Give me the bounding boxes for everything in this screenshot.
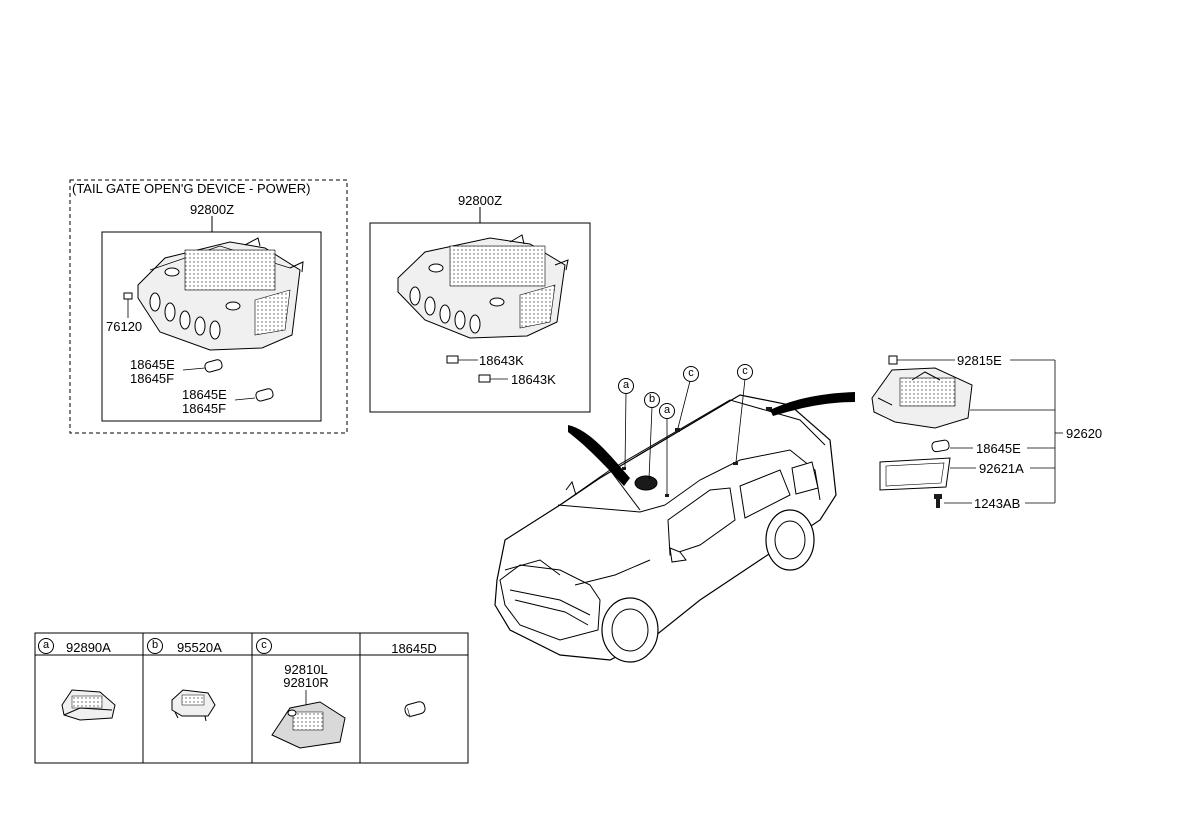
middle-overhead-console: [397, 234, 569, 339]
left-bulb2-label-b: 18645F: [182, 401, 227, 416]
left-bulb-2: [234, 388, 274, 402]
right-screw-1243AB: [934, 494, 942, 508]
table-letter-a: a: [38, 638, 54, 654]
middle-socket-2: [478, 374, 508, 383]
table-part-label-a: 92890A: [66, 640, 111, 655]
callout-a2: a: [659, 403, 675, 419]
right-bulb-label: 18645E: [976, 441, 1021, 456]
left-bulb1-label-a: 18645E: [130, 357, 175, 372]
table-part-label-b: 95520A: [177, 640, 222, 655]
middle-socket2-label: 18643K: [511, 372, 556, 387]
table-letter-b: b: [147, 638, 163, 654]
left-group-caption: (TAIL GATE OPEN'G DEVICE - POWER): [72, 181, 311, 196]
table-part-label-d: 18645D: [391, 641, 437, 656]
left-switch-label: 76120: [106, 319, 143, 334]
callout-c1: c: [683, 366, 699, 382]
parts-table-grid: [34, 632, 469, 764]
right-lens-label: 92621A: [979, 461, 1024, 476]
table-part-95520A: [171, 689, 216, 722]
left-switch-76120: [123, 292, 133, 318]
callout-c1-leader: [677, 380, 691, 429]
vehicle-arrow-right: [770, 392, 855, 416]
vehicle-arrow-left: [568, 425, 630, 486]
right-assembly-label: 92620: [1066, 426, 1103, 441]
left-overhead-console: [137, 237, 304, 351]
right-lens-92621A: [879, 457, 951, 491]
table-part-92890A: [61, 689, 116, 721]
vehicle-illustration: [494, 394, 837, 663]
callout-b-leader: [648, 406, 653, 480]
left-bulb2-label-a: 18645E: [182, 387, 227, 402]
table-part-label-c1: 92810L: [284, 662, 328, 677]
callout-c2: c: [737, 364, 753, 380]
left-bulb-1: [182, 359, 223, 373]
table-part-18645D: [404, 701, 426, 718]
middle-assembly-label: 92800Z: [457, 193, 503, 208]
left-group-dashed-border: [69, 179, 348, 434]
callout-a1: a: [618, 378, 634, 394]
table-part-label-c2: 92810R: [283, 675, 329, 690]
right-screw-label: 1243AB: [974, 496, 1021, 511]
right-bulb-18645E: [931, 439, 950, 453]
middle-socket1-label: 18643K: [479, 353, 524, 368]
callout-c2-leader: [735, 378, 746, 463]
left-assembly-label: 92800Z: [189, 202, 235, 217]
table-letter-c: c: [256, 638, 272, 654]
right-lens-cover-label: 92815E: [957, 353, 1002, 368]
callout-a1-leader: [624, 392, 627, 468]
right-overhead-lamp: [871, 367, 973, 429]
left-bulb1-label-b: 18645F: [130, 371, 175, 386]
middle-socket-1: [446, 355, 478, 364]
callout-b: b: [644, 392, 660, 408]
table-part-92810: [271, 690, 346, 749]
right-lens-cover-92815E: [888, 355, 898, 365]
